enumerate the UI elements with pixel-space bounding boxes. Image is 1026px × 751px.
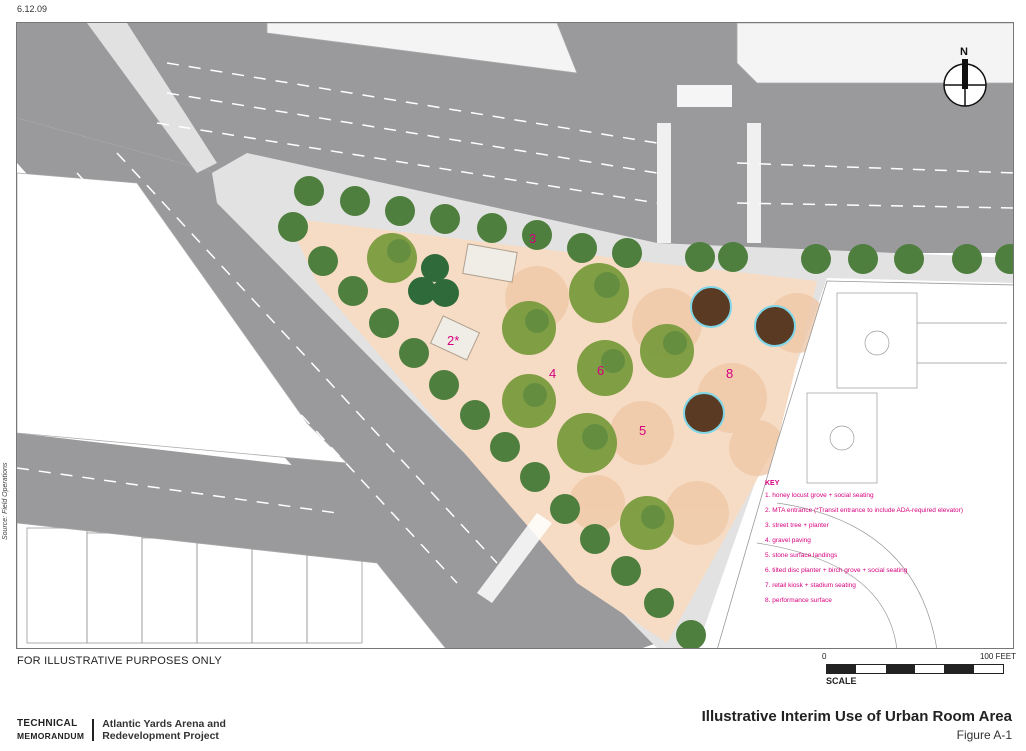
- site-plan-map: 3 2* 4 6 5 8 N: [16, 22, 1014, 649]
- disc-planters: [683, 286, 796, 434]
- key-item: 5. stone surface landings: [765, 552, 838, 559]
- source-note: Source: Field Operations: [2, 462, 9, 540]
- kiosks: [429, 243, 518, 361]
- figure-title: Illustrative Interim Use of Urban Room A…: [701, 708, 1012, 725]
- memo-line2: MEMORANDUM: [17, 731, 85, 741]
- figure-number: Figure A-1: [956, 728, 1012, 742]
- disclaimer: FOR ILLUSTRATIVE PURPOSES ONLY: [17, 655, 222, 667]
- tree-groves: [367, 233, 694, 550]
- scale-zero: 0: [822, 652, 827, 661]
- footer-divider: [92, 719, 95, 741]
- scale-graphic: [826, 664, 1004, 674]
- building-top-right: [736, 23, 1013, 84]
- key-item: 7. retail kiosk + stadium seating: [765, 582, 856, 589]
- key-title: KEY: [765, 480, 780, 487]
- project-line1: Atlantic Yards Arena and: [102, 718, 226, 730]
- block-left: [17, 172, 349, 464]
- block-bottom-left: [17, 522, 446, 648]
- svg-text:5: 5: [639, 423, 646, 438]
- scale-label: SCALE: [826, 676, 857, 686]
- figure-caption: Illustrative Interim Use of Urban Room A…: [702, 708, 1012, 742]
- svg-text:4: 4: [549, 366, 556, 381]
- project-name: Atlantic Yards Arena and Redevelopment P…: [102, 718, 226, 742]
- building-top-left: [266, 23, 578, 74]
- date-stamp: 6.12.09: [17, 4, 48, 14]
- map-key: KEY 1. honey locust grove + social seati…: [765, 480, 1010, 612]
- key-item: 4. gravel paving: [765, 537, 811, 544]
- key-item: 2. MTA entrance (*Transit entrance to in…: [765, 507, 963, 514]
- svg-text:8: 8: [726, 366, 733, 381]
- svg-text:3: 3: [529, 231, 536, 246]
- key-item: 6. tilted disc planter + birch grove + s…: [765, 567, 908, 574]
- memo-type: TECHNICAL MEMORANDUM: [17, 718, 84, 742]
- key-item: 1. honey locust grove + social seating: [765, 492, 874, 499]
- svg-text:N: N: [960, 46, 968, 58]
- project-line2: Redevelopment Project: [102, 730, 219, 742]
- scale-bar: 0 100 FEET SCALE: [820, 652, 1016, 688]
- svg-text:2*: 2*: [447, 333, 459, 348]
- footer-org: TECHNICAL MEMORANDUM Atlantic Yards Aren…: [17, 718, 226, 742]
- scale-max: 100 FEET: [979, 652, 1016, 661]
- key-item: 3. street tree + planter: [765, 522, 829, 529]
- svg-text:6: 6: [597, 363, 604, 378]
- building-right: [717, 280, 1013, 648]
- street-trees: [278, 176, 1013, 648]
- north-arrow-icon: N: [943, 46, 987, 107]
- memo-line1: TECHNICAL: [17, 718, 78, 729]
- key-item: 8. performance surface: [765, 597, 832, 604]
- road-lower: [17, 433, 576, 648]
